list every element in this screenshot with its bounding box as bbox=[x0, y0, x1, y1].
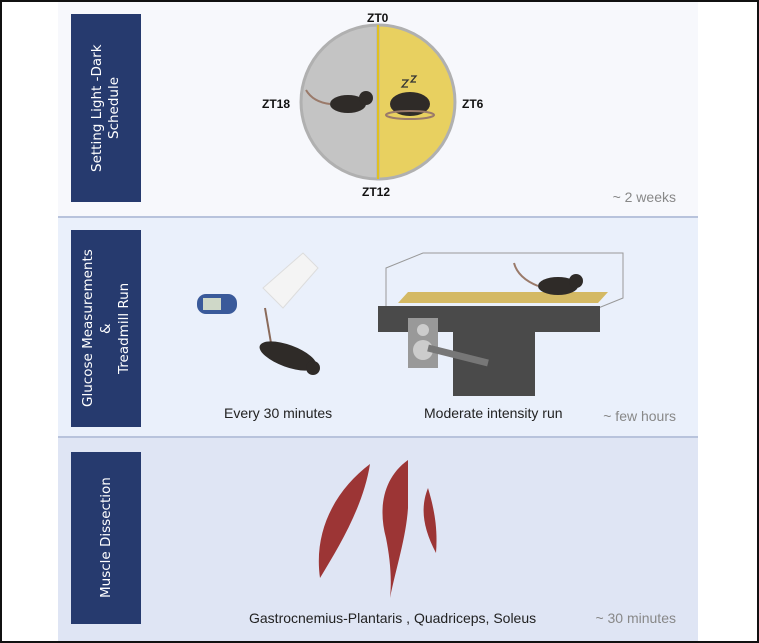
zt18-label: ZT18 bbox=[262, 97, 291, 111]
sleeping-mouse-icon bbox=[385, 75, 435, 120]
quadriceps-icon bbox=[382, 460, 408, 598]
section-label: Glucose Measurements & Treadmill Run bbox=[71, 230, 141, 427]
glucose-caption: Every 30 minutes bbox=[224, 405, 333, 421]
gastrocnemius-icon bbox=[318, 464, 370, 578]
light-dark-clock bbox=[299, 23, 457, 181]
section-muscle-dissection: Muscle Dissection Gastrocnemius-Plantari… bbox=[58, 438, 698, 641]
duration-label: ~ 30 minutes bbox=[595, 610, 676, 626]
label-line: & bbox=[98, 323, 114, 334]
zt12-label: ZT12 bbox=[362, 185, 391, 199]
duration-label: ~ 2 weeks bbox=[612, 189, 676, 205]
label-line: Treadmill Run bbox=[116, 282, 132, 375]
zt0-label: ZT0 bbox=[367, 11, 389, 25]
section-label: Setting Light -Dark Schedule bbox=[71, 14, 141, 202]
label-line: Setting Light -Dark bbox=[89, 44, 105, 172]
soleus-icon bbox=[423, 488, 437, 553]
duration-label: ~ few hours bbox=[603, 408, 676, 424]
label-line: Glucose Measurements bbox=[80, 249, 96, 408]
label-line: Schedule bbox=[106, 76, 122, 140]
section-label: Muscle Dissection bbox=[71, 452, 141, 624]
treadmill-illustration bbox=[378, 252, 624, 396]
muscle-caption: Gastrocnemius-Plantaris , Quadriceps, So… bbox=[249, 610, 537, 626]
treadmill-caption: Moderate intensity run bbox=[424, 405, 563, 421]
muscles-illustration bbox=[318, 460, 437, 598]
glucose-measurement-illustration bbox=[197, 252, 320, 375]
label-line: Muscle Dissection bbox=[98, 477, 114, 599]
zt6-label: ZT6 bbox=[462, 97, 484, 111]
section-light-dark: Setting Light -Dark Schedule ZT0 ZT6 ZT1… bbox=[58, 2, 698, 218]
section-glucose-treadmill: Glucose Measurements & Treadmill Run Eve… bbox=[58, 218, 698, 438]
running-mouse-icon bbox=[305, 89, 373, 113]
